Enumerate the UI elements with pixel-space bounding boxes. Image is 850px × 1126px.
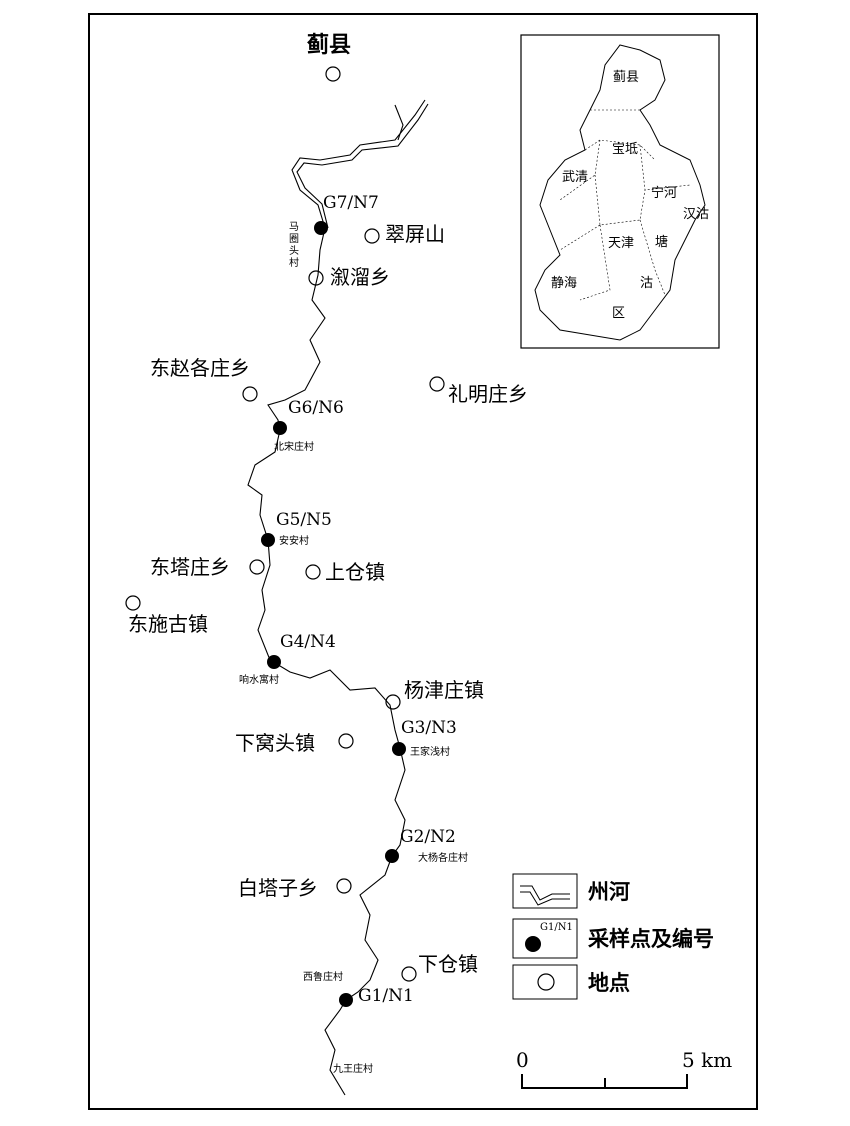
sample-code-g5: G5/N5 [276,510,332,530]
inset-label-jixian: 蓟县 [613,70,640,85]
sample-code-g6: G6/N6 [288,398,344,418]
top-label: 蓟县 [307,32,352,58]
place-label-liming: 礼明庄乡 [448,382,528,406]
legend-sample-code: G1/N1 [540,922,573,933]
place-marker-duanliu [308,270,324,286]
sample-code-g7: G7/N7 [323,193,379,213]
sample-point-g3 [392,742,406,756]
place-marker-cuipingshan [364,228,380,244]
legend-river-icon [512,873,578,909]
place-marker-jixian [325,66,341,82]
river-tributary [394,104,404,141]
inset-outline [534,44,706,341]
place-marker-dongta [249,559,265,575]
sample-point-g5 [261,533,275,547]
place-label-xiawo: 下窝头镇 [235,731,315,755]
sample-code-g4: G4/N4 [280,632,336,652]
inset-label-tang: 塘 [655,235,669,250]
legend-place-icon [512,964,578,1000]
sample-point-g7 [314,221,328,235]
sample-point-g1 [339,993,353,1007]
sample-village-g5: 安安村 [279,536,309,547]
zhou-river-bank [296,103,429,229]
inset-label-qu: 区 [612,306,626,321]
place-marker-dongzhao [242,386,258,402]
place-marker-shangcang [305,564,321,580]
sample-village-g2: 大杨各庄村 [418,853,468,864]
sample-point-g2 [385,849,399,863]
place-label-xiacang: 下仓镇 [418,952,478,976]
scale-bar [521,1074,688,1089]
scale-start: 0 [516,1048,529,1072]
place-marker-xiacang [401,966,417,982]
scale-end: 5 km [682,1048,733,1072]
place-label-cuipingshan: 翠屏山 [385,222,445,246]
place-label-baita: 白塔子乡 [238,876,318,900]
legend-sample-label: 采样点及编号 [588,926,714,951]
place-label-shangcang: 上仓镇 [325,560,385,584]
place-marker-xiawo [338,733,354,749]
inset-label-gu: 沽 [640,276,654,291]
inset-label-hangu: 汉沽 [683,207,710,222]
place-label-yangjin: 杨津庄镇 [404,678,484,702]
sample-village-g4: 响水寓村 [239,675,279,686]
zhou-river [247,99,426,1096]
place-marker-baita [336,878,352,894]
sample-point-g4 [267,655,281,669]
legend-sample-icon [512,918,578,959]
place-marker-dongshi [125,595,141,611]
sample-point-g6 [273,421,287,435]
legend-place-label: 地点 [588,970,630,995]
sample-code-g3: G3/N3 [401,718,457,738]
sample-village-g6: 北宋庄村 [274,442,314,453]
sample-village-g7: 马圈头村 [289,222,299,269]
sample-village-g1: 西鲁庄村 [303,972,343,983]
inset-district-borders [559,109,691,301]
place-marker-liming [429,376,445,392]
map-frame [88,13,758,1110]
place-marker-yangjin [385,694,401,710]
inset-label-ninghe: 宁河 [651,186,678,201]
inset-label-jinghai: 静海 [551,276,578,291]
sample-code-g2: G2/N2 [400,827,456,847]
inset-label-wuqing: 武清 [562,170,589,185]
inset-label-tianjin: 天津 [608,236,635,251]
sample-code-g1: G1/N1 [358,986,414,1006]
place-label-duanliu: 溆溜乡 [330,265,390,289]
sample-village-g3: 王家浅村 [410,747,450,758]
inset-frame [520,34,720,349]
place-label-dongshi: 东施古镇 [128,612,208,636]
place-label-dongzhao: 东赵各庄乡 [150,356,250,380]
place-label-dongta: 东塔庄乡 [150,555,230,579]
legend-river-label: 州河 [588,879,630,904]
downstream-village: 九王庄村 [333,1064,373,1075]
inset-label-baodi: 宝坻 [612,142,639,157]
